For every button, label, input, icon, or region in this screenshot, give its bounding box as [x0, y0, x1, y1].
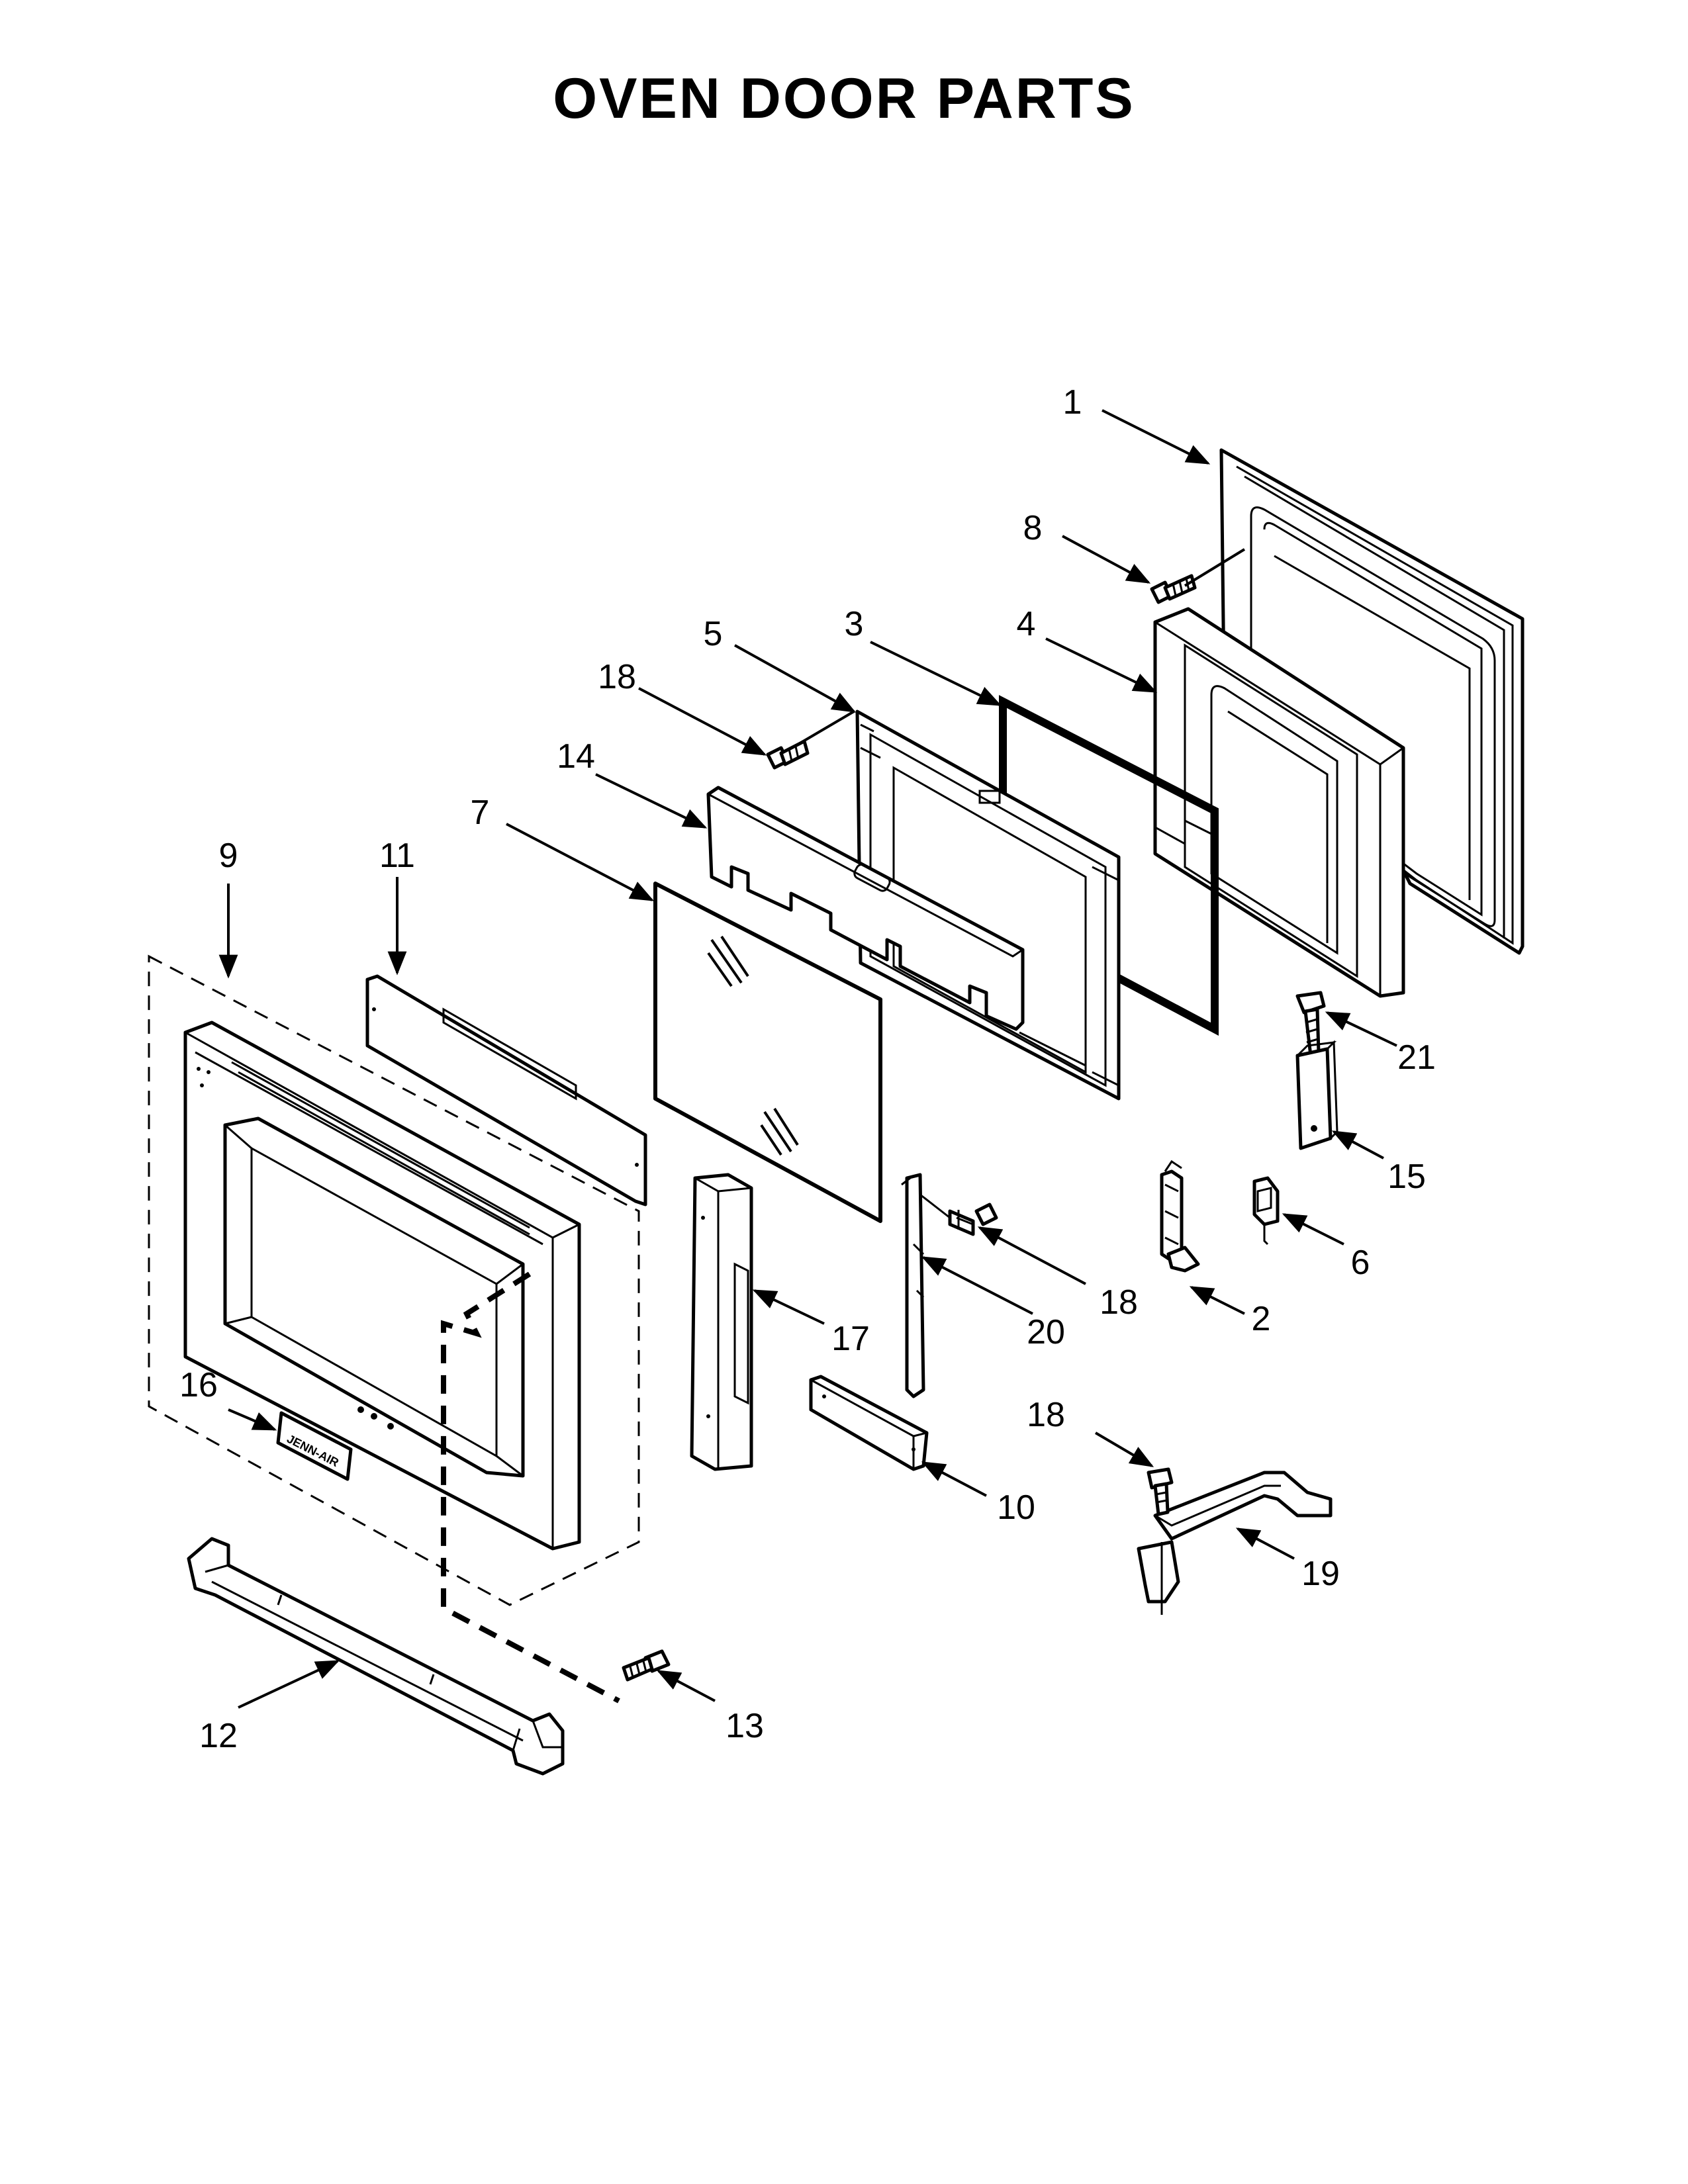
- part-20-hinge-bracket: [901, 1173, 975, 1398]
- part-7-window-glass: [653, 882, 882, 1223]
- callout-3: 3: [845, 605, 864, 643]
- callout-7: 7: [471, 794, 490, 832]
- callout-9: 9: [219, 837, 238, 875]
- callout-19: 19: [1301, 1555, 1340, 1593]
- callout-16: 16: [179, 1366, 218, 1404]
- part-1-outer-door-liner: [1219, 448, 1524, 955]
- part-16-logo-badge: JENN-AIR: [276, 1411, 353, 1481]
- callout-15: 15: [1387, 1158, 1426, 1196]
- callout-20: 20: [1027, 1313, 1065, 1351]
- part-17-side-channel: [690, 1173, 753, 1471]
- callout-11: 11: [379, 837, 415, 875]
- callout-labels: 1 8 5 3 4 18 14 7 9 11 21 15 6 2 18 20 1…: [179, 383, 1436, 1755]
- part-8-screw: [1150, 574, 1197, 604]
- assembly-lines: [441, 548, 1246, 1704]
- part-9-outer-door-panel: [148, 954, 640, 1606]
- callout-18-b: 18: [1100, 1283, 1138, 1322]
- callout-2: 2: [1252, 1300, 1271, 1338]
- part-15-bracket: [1295, 1040, 1338, 1150]
- part-14-heat-shield: [706, 786, 1025, 1031]
- callout-10: 10: [997, 1488, 1035, 1527]
- part-4-door-frame: [1153, 607, 1405, 998]
- callout-13: 13: [726, 1707, 764, 1745]
- callout-1: 1: [1063, 383, 1082, 422]
- callout-21: 21: [1397, 1038, 1436, 1077]
- part-12-handle: [187, 1537, 565, 1776]
- page-title: OVEN DOOR PARTS: [553, 67, 1135, 130]
- callout-8: 8: [1023, 509, 1043, 547]
- part-6-clip: [1252, 1176, 1280, 1246]
- callout-5: 5: [704, 615, 723, 653]
- callout-18-c: 18: [1027, 1396, 1065, 1434]
- leader-arrows: [218, 409, 1397, 1709]
- callout-6: 6: [1351, 1244, 1370, 1282]
- callout-4: 4: [1017, 605, 1036, 643]
- callout-17: 17: [831, 1320, 870, 1358]
- callout-18-a: 18: [598, 658, 636, 696]
- part-11-top-trim: [365, 974, 647, 1206]
- part-18-screw-middle: [974, 1203, 998, 1226]
- part-2-hinge: [1160, 1160, 1200, 1273]
- callout-12: 12: [199, 1717, 238, 1755]
- part-18-screw-upper: [766, 739, 810, 770]
- part-13-screw: [622, 1649, 671, 1682]
- part-18-screw-lower: [1147, 1467, 1174, 1516]
- part-19-hinge-arm: [1137, 1471, 1333, 1615]
- callout-14: 14: [557, 737, 595, 776]
